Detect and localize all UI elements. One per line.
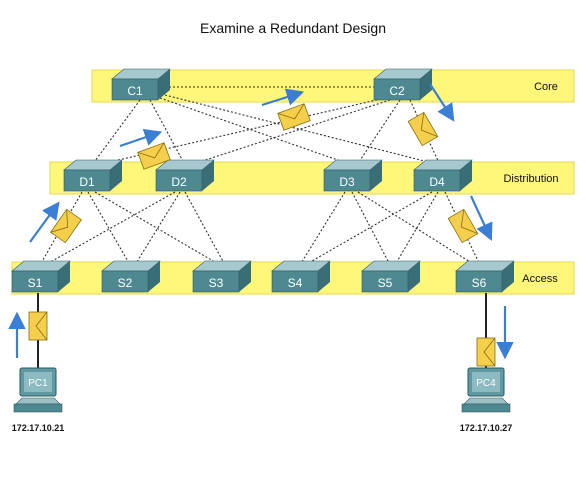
envelope-icon [28, 311, 48, 341]
link-d4-s4 [304, 191, 433, 266]
switch-icon [11, 270, 59, 293]
switch-label-s4: S4 [288, 276, 303, 290]
distribution-layer-label: Distribution [503, 173, 558, 185]
distribution-band: Distribution [49, 161, 575, 195]
switch-label-c1: C1 [127, 84, 143, 98]
envelope-s6-pc4 [476, 337, 496, 367]
link-d2-s1 [44, 191, 176, 266]
link-c2-d3 [356, 99, 401, 166]
ip-label-pc1: 172.17.10.21 [12, 423, 65, 433]
switch-d2: D2 [155, 159, 215, 192]
link-c1-d3 [159, 97, 353, 166]
switch-label-d1: D1 [79, 175, 95, 189]
switch-d1: D1 [63, 159, 123, 192]
switch-s1: S1 [11, 260, 71, 293]
pc-pc1: PC1 172.17.10.21 [12, 367, 65, 433]
switch-label-s5: S5 [378, 276, 393, 290]
flow-arrows [8, 83, 514, 360]
switch-icon [323, 169, 371, 192]
access-layer-label: Access [522, 273, 558, 285]
switch-c2: C2 [373, 68, 433, 101]
switch-icon [63, 169, 111, 192]
switch-icon [455, 270, 503, 293]
ip-label-pc4: 172.17.10.27 [460, 423, 513, 433]
arrow-icon [119, 128, 163, 148]
switch-s3: S3 [192, 260, 252, 293]
core-layer-label: Core [534, 81, 558, 93]
link-c2-d1 [96, 97, 386, 166]
envelope-mid-c2 [277, 103, 311, 131]
envelope-icon [476, 337, 496, 367]
envelope-icon [447, 208, 479, 244]
switch-icon [192, 270, 240, 293]
link-d3-s4 [299, 191, 346, 266]
pc-pc4: PC4 172.17.10.27 [460, 367, 513, 433]
arrow-icon [29, 201, 60, 243]
pc-icon [461, 367, 511, 413]
arrow-icon [429, 83, 455, 122]
switch-label-s2: S2 [118, 276, 133, 290]
links [39, 86, 481, 266]
switch-label-s6: S6 [472, 276, 487, 290]
switch-label-s1: S1 [28, 276, 43, 290]
switch-icon [413, 169, 461, 192]
diagram-title: Examine a Redundant Design [199, 20, 386, 36]
switch-s5: S5 [361, 260, 421, 293]
pc-label-pc1: PC1 [28, 378, 48, 389]
switch-label-c2: C2 [389, 84, 405, 98]
envelope-icon [277, 103, 311, 131]
arrow-icon [261, 88, 305, 107]
switch-icon [155, 169, 203, 192]
link-d2-s3 [184, 191, 226, 266]
switch-label-d4: D4 [429, 175, 445, 189]
link-d3-s6 [357, 191, 476, 266]
envelope-icon [137, 142, 171, 170]
switch-d3: D3 [323, 159, 383, 192]
link-c2-d2 [189, 99, 391, 166]
switch-s6: S6 [455, 260, 515, 293]
switch-s2: S2 [101, 260, 161, 293]
link-c1-d1 [91, 99, 141, 166]
switch-icon [373, 78, 421, 101]
switch-c1: C1 [111, 68, 171, 101]
host-links [37, 293, 487, 372]
switch-icon [271, 270, 319, 293]
envelope-c2-d4 [407, 111, 439, 147]
envelope-d4-s6 [447, 208, 479, 244]
link-d1-s2 [87, 191, 131, 266]
envelope-d1-c2 [137, 142, 171, 170]
link-c1-d2 [149, 99, 186, 166]
switch-label-s3: S3 [209, 276, 224, 290]
switch-icon [111, 78, 159, 101]
link-d3-s5 [351, 191, 391, 266]
envelope-icon [407, 111, 439, 147]
switch-icon [101, 270, 149, 293]
pc-label-pc4: PC4 [476, 378, 496, 389]
core-band: Core [91, 69, 575, 103]
envelope-pc1-s1 [28, 311, 48, 341]
switch-s4: S4 [271, 260, 331, 293]
arrow-icon [470, 195, 493, 241]
pc-icon [13, 367, 63, 413]
switch-icon [361, 270, 409, 293]
switch-d4: D4 [413, 159, 473, 192]
link-d1-s3 [94, 191, 221, 266]
switch-label-d3: D3 [339, 175, 355, 189]
switch-label-d2: D2 [171, 175, 187, 189]
link-c1-d4 [164, 94, 441, 166]
